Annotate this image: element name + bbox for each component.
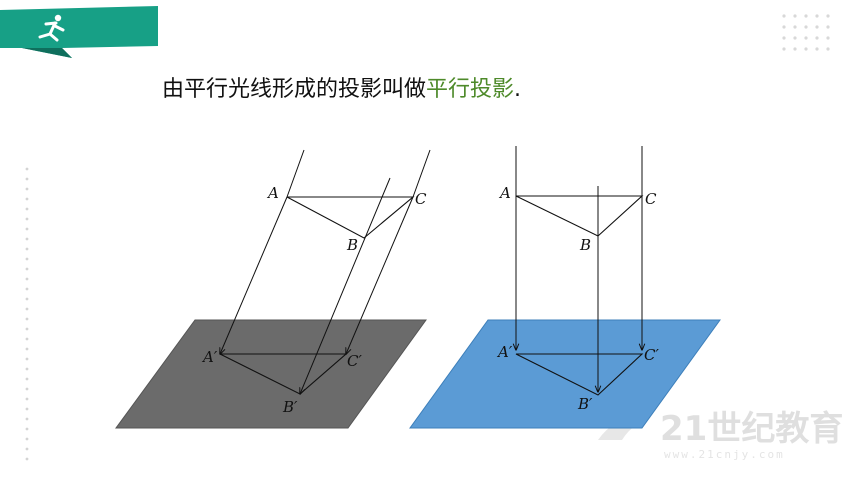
decorative-dot [25, 427, 29, 431]
decorative-dot [25, 167, 29, 171]
decorative-dot [782, 47, 786, 51]
decorative-dot [826, 36, 830, 40]
decorative-dot [804, 36, 808, 40]
decorative-dot [25, 247, 29, 251]
ray-through-a [286, 149, 305, 198]
watermark-url: www.21cnjy.com [664, 448, 785, 461]
label-b: B [579, 236, 591, 254]
decorative-dot [25, 377, 29, 381]
decorative-dot [804, 47, 808, 51]
triangle-a-prime-b-prime-c-prime [219, 353, 348, 395]
decorative-dot [815, 47, 819, 51]
decorative-dot [25, 297, 29, 301]
orthographic-projection-figure: A C B A′ C′ B′ [409, 146, 721, 429]
decorative-dotted-line [25, 167, 29, 461]
decorative-dot [25, 437, 29, 441]
watermark: 21世纪教育 www.21cnjy.com [598, 409, 843, 461]
definition-sentence: 由平行光线形成的投影叫做平行投影. [162, 72, 521, 108]
label-c-prime: C′ [347, 352, 362, 370]
label-a-prime: A′ [496, 343, 513, 361]
label-b: B [346, 236, 358, 254]
decorative-dot [815, 25, 819, 29]
decorative-dot [782, 36, 786, 40]
decorative-dot [815, 36, 819, 40]
decorative-dot [25, 417, 29, 421]
decorative-dot [25, 317, 29, 321]
decorative-dot [25, 397, 29, 401]
label-b-prime: B′ [577, 395, 593, 413]
decorative-dot [25, 337, 29, 341]
label-b-prime: B′ [282, 398, 298, 416]
decorative-dot [25, 347, 29, 351]
decorative-dot [804, 25, 808, 29]
decorative-dot [25, 287, 29, 291]
decorative-dot [25, 327, 29, 331]
decorative-dot [25, 457, 29, 461]
label-c-prime: C′ [644, 346, 659, 364]
decorative-dot [25, 187, 29, 191]
decorative-dot [25, 357, 29, 361]
projection-plane-gray [115, 319, 427, 429]
projector-a [220, 196, 288, 354]
decorative-dot [793, 14, 797, 18]
label-a-prime: A′ [201, 348, 218, 366]
decorative-dot-grid [782, 14, 830, 51]
decorative-dot [826, 25, 830, 29]
decorative-dot [25, 267, 29, 271]
decorative-dot [793, 47, 797, 51]
decorative-dot [25, 197, 29, 201]
decorative-dot [826, 14, 830, 18]
decorative-dot [25, 367, 29, 371]
oblique-projection-figure: A C B A′ C′ B′ [115, 149, 431, 429]
decorative-dot [25, 177, 29, 181]
label-a: A [266, 184, 279, 202]
decorative-dot [25, 237, 29, 241]
ray-through-c [412, 149, 431, 198]
triangle-a-prime-b-prime-c-prime [515, 353, 644, 396]
term-highlight: 平行投影 [426, 77, 515, 102]
decorative-dot [25, 207, 29, 211]
decorative-dot [793, 25, 797, 29]
decorative-dot [25, 217, 29, 221]
decorative-dot [804, 14, 808, 18]
decorative-dot [25, 307, 29, 311]
label-c: C [645, 190, 657, 208]
definition-text: 由平行光线形成的投影叫做 [162, 77, 427, 102]
triangle-abc [515, 195, 644, 237]
decorative-dot [25, 277, 29, 281]
decorative-dot [25, 257, 29, 261]
definition-period: . [514, 77, 522, 102]
decorative-dot [815, 14, 819, 18]
projector-b [300, 177, 391, 394]
decorative-dot [793, 36, 797, 40]
section-banner [0, 6, 158, 58]
triangle-abc [286, 196, 415, 239]
decorative-dot [25, 447, 29, 451]
projector-c [346, 196, 414, 354]
decorative-dot [25, 407, 29, 411]
label-a: A [498, 184, 511, 202]
decorative-dot [826, 47, 830, 51]
running-person-icon [38, 14, 65, 42]
watermark-brand: 21世纪教育 [660, 409, 843, 449]
decorative-dot [25, 227, 29, 231]
decorative-dot [782, 25, 786, 29]
label-c: C [415, 190, 427, 208]
decorative-dot [782, 14, 786, 18]
decorative-dot [25, 387, 29, 391]
